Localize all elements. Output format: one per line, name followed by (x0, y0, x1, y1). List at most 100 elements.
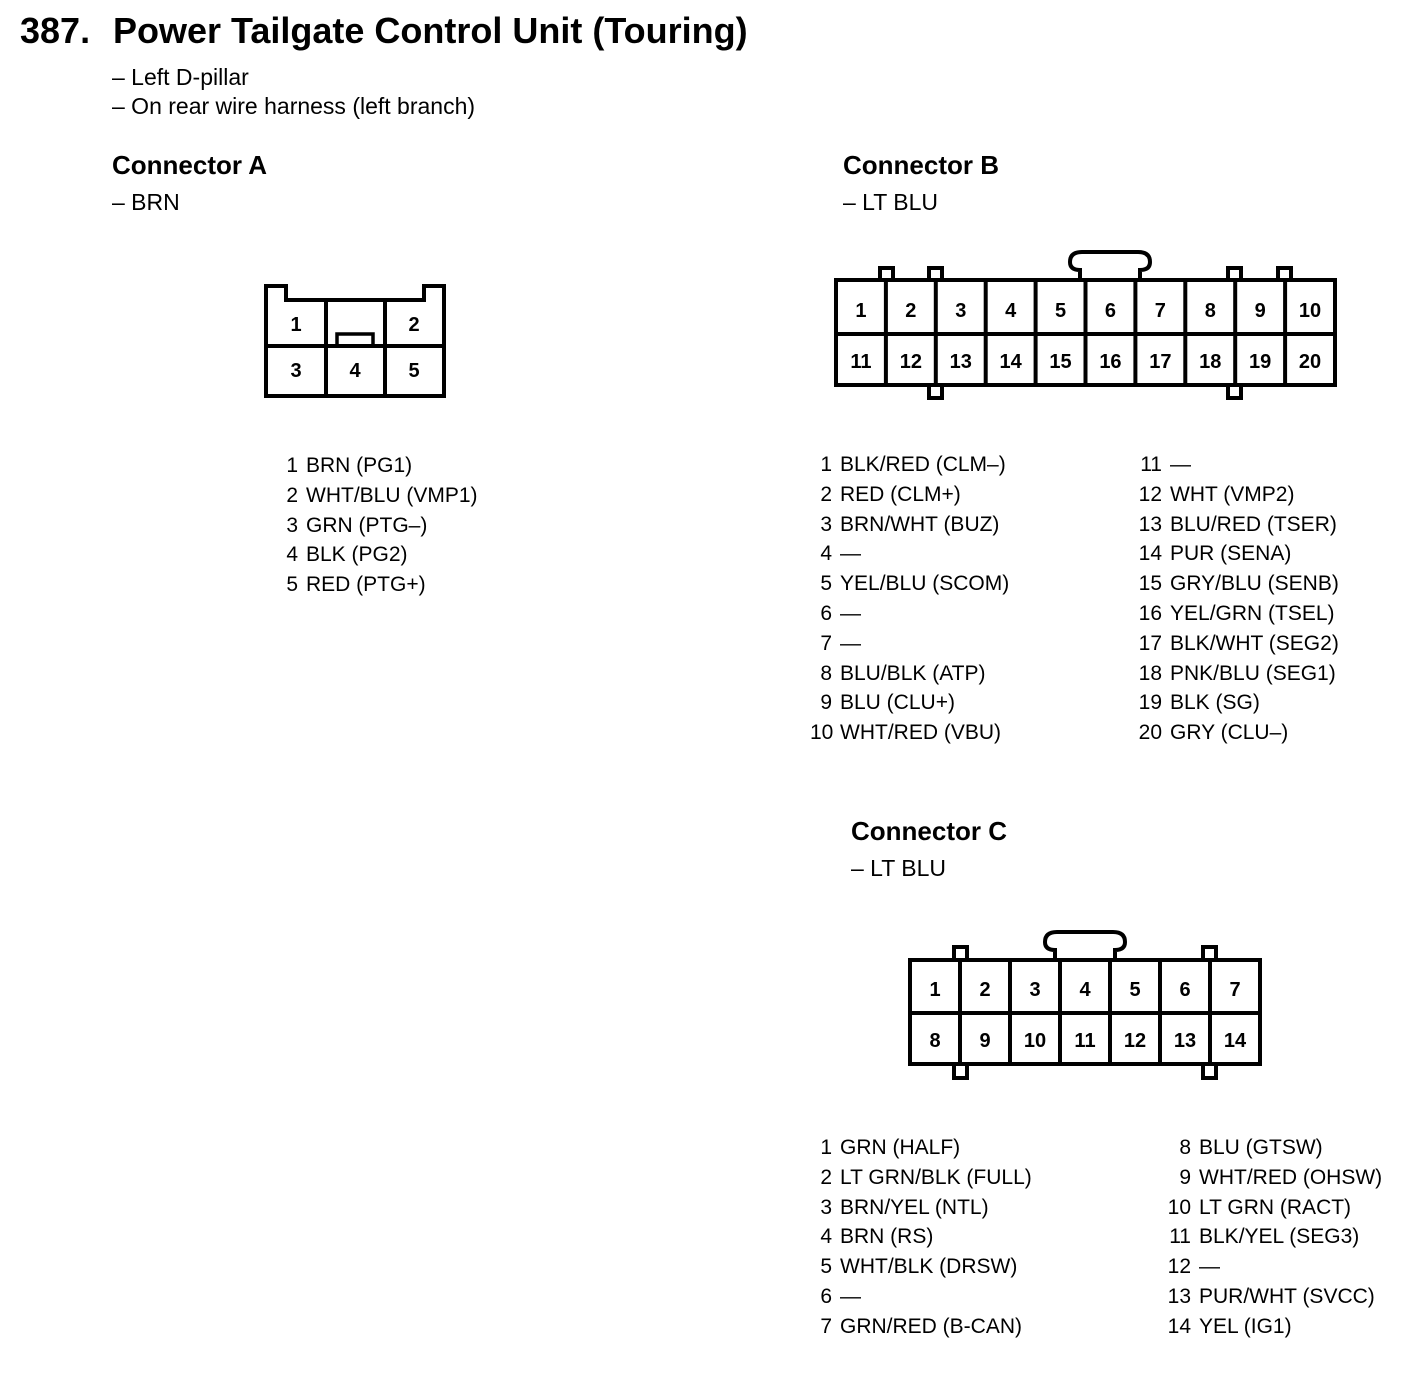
connector-a-pin-3: 3 (290, 360, 301, 382)
connector-a-pin-wire: GRN (PTG–) (306, 513, 428, 537)
connector-b-pin-number: 20 (1138, 721, 1162, 745)
connector-b-pin-row: 2 RED (CLM+) (810, 480, 961, 510)
connector-c-pin-row: 5 WHT/BLK (DRSW) (810, 1252, 1017, 1282)
connector-c-pin-number: 14 (1167, 1314, 1191, 1338)
connector-a-color: – BRN (112, 189, 180, 215)
connector-b-pin-20: 20 (1299, 351, 1321, 373)
connector-b-pin-13: 13 (950, 351, 972, 373)
connector-c-pin-4: 4 (1079, 979, 1091, 1001)
connector-c-pin-8: 8 (929, 1030, 940, 1052)
connector-b-pin-number: 7 (820, 631, 832, 655)
connector-c-pin-wire: WHT/BLK (DRSW) (840, 1255, 1018, 1279)
connector-a-pin-2: 2 (408, 314, 419, 336)
connector-c-pin-number: 5 (820, 1255, 832, 1279)
connector-b-pin-9: 9 (1255, 300, 1266, 322)
connector-b-pin-wire: — (840, 631, 861, 655)
connector-b-pin-wire: BLU/RED (TSER) (1170, 512, 1337, 536)
connector-c-pin-row: 14 YEL (IG1) (1163, 1312, 1292, 1342)
connector-b-pin-row: 4— (810, 539, 861, 569)
connector-a-pin-wire: RED (PTG+) (306, 573, 426, 597)
connector-c-pin-9: 9 (979, 1030, 990, 1052)
connector-b-pin-wire: BLK (SG) (1170, 691, 1260, 715)
connector-b-title: Connector B (843, 150, 999, 180)
connector-a-pin-number: 3 (286, 513, 298, 537)
connector-b-pin-4: 4 (1005, 300, 1017, 322)
connector-b-pin-17: 17 (1149, 351, 1171, 373)
connector-a-pin-wire: WHT/BLU (VMP1) (306, 483, 478, 507)
connector-a-pin-wire: BRN (PG1) (306, 454, 413, 477)
connector-b-pin-wire: YEL/BLU (SCOM) (840, 572, 1010, 596)
connector-c-pin-wire: GRN/RED (B-CAN) (840, 1314, 1022, 1338)
connector-b-pin-wire: RED (CLM+) (840, 482, 961, 506)
connector-c-pin-wire: YEL (IG1) (1199, 1314, 1292, 1338)
connector-b-pin-wire: PUR (SENA) (1170, 542, 1292, 566)
connector-b-pin-19: 19 (1249, 351, 1271, 373)
connector-b-pin-number: 16 (1138, 602, 1162, 625)
connector-c-pin-number: 12 (1167, 1255, 1191, 1279)
connector-c-pin-wire: — (1199, 1255, 1220, 1279)
page-title: Power Tailgate Control Unit (Touring) (113, 10, 748, 51)
connector-b-pin-number: 10 (810, 721, 834, 745)
connector-b-pin-number: 17 (1138, 631, 1162, 655)
connector-b-pin-wire: — (1170, 453, 1191, 476)
connector-c-pin-wire: GRN (HALF) (840, 1136, 961, 1159)
connector-b-pin-7: 7 (1155, 300, 1166, 322)
connector-b-pin-wire: PNK/BLU (SEG1) (1170, 661, 1336, 685)
connector-c-pin-7: 7 (1229, 979, 1240, 1001)
connector-b-pin-6: 6 (1105, 300, 1116, 322)
connector-b-pin-14: 14 (1000, 351, 1023, 373)
connector-b-pin-wire: BLK/RED (CLM–) (840, 453, 1006, 476)
connector-c-pin-number: 1 (820, 1136, 832, 1159)
connector-c-pin-wire: BLU (GTSW) (1199, 1136, 1323, 1159)
connector-b-pin-number: 8 (820, 661, 832, 685)
connector-c-pin-number: 8 (1179, 1136, 1191, 1159)
connector-a-pin-wire: BLK (PG2) (306, 543, 408, 567)
connector-c-pin-number: 13 (1167, 1285, 1191, 1308)
connector-b-pin-number: 12 (1138, 482, 1162, 506)
connector-c-pin-row: 6— (810, 1282, 861, 1312)
connector-b-pin-10: 10 (1299, 300, 1321, 322)
connector-c-pin-12: 12 (1124, 1030, 1146, 1052)
connector-b-pin-wire: GRY/BLU (SENB) (1170, 572, 1339, 596)
connector-b-pin-row: 12 WHT (VMP2) (1134, 480, 1295, 510)
connector-c-pin-wire: — (840, 1285, 861, 1308)
connector-b-pin-row: 7— (810, 629, 861, 659)
connector-b-housing (834, 278, 1337, 387)
connector-c-pin-1: 1 (929, 979, 940, 1001)
connector-c-pin-5: 5 (1129, 979, 1140, 1001)
connector-a-housing (264, 284, 446, 398)
connector-a-pin-row: 3 GRN (PTG–) (282, 511, 427, 541)
connector-c-pin-number: 2 (820, 1165, 832, 1189)
connector-c-pin-6: 6 (1179, 979, 1190, 1001)
connector-a-pin-number: 1 (286, 454, 298, 477)
connector-b-pin-number: 5 (820, 572, 832, 596)
connector-b-pin-row: 18 PNK/BLU (SEG1) (1134, 659, 1336, 689)
connector-b-pin-number: 2 (820, 482, 832, 506)
harness-note: – On rear wire harness (left branch) (112, 93, 476, 119)
connector-b-pin-number: 18 (1138, 661, 1162, 685)
connector-c-pin-row: 1 GRN (HALF) (810, 1133, 960, 1163)
connector-b-pin-row: 5 YEL/BLU (SCOM) (810, 569, 1009, 599)
connector-b-pin-row: 6— (810, 599, 861, 629)
connector-b-pin-wire: WHT (VMP2) (1170, 482, 1295, 506)
connector-c-pin-wire: BLK/YEL (SEG3) (1199, 1225, 1360, 1249)
connector-a-pin-number: 4 (286, 543, 298, 567)
connector-b-pin-2: 2 (905, 300, 916, 322)
connector-c-housing (908, 958, 1262, 1066)
